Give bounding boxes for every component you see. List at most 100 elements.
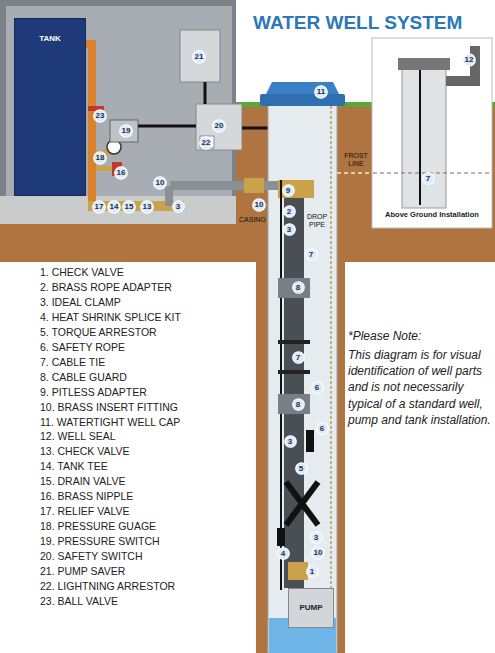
callout-number: 3 (283, 226, 296, 234)
parts-list-item: 2. BRASS ROPE ADAPTER (40, 281, 172, 293)
casing-label: CASING (239, 216, 266, 224)
callout-circle-shape (93, 201, 106, 214)
drop-pipe-part (330, 106, 332, 595)
parts-list-item: 22. LIGHTNING ARRESTOR (40, 580, 175, 592)
callout-circle-shape (120, 125, 133, 138)
note-heading: *Please Note: (348, 330, 493, 344)
parts-list-item: 5. TORQUE ARRESTOR (40, 326, 157, 338)
callout-number: 20 (212, 122, 226, 130)
callout-number: 7 (292, 354, 305, 362)
callout-circle: 21 (192, 50, 206, 64)
parts-list-item: 14. TANK TEE (40, 460, 108, 472)
label-holder: 17. RELIEF VALVE (40, 505, 130, 517)
callout-circle-shape (213, 120, 226, 133)
callout-number: 6 (316, 425, 329, 433)
callout-circle: 3 (310, 531, 323, 544)
well-casing-part (266, 82, 339, 94)
parts-list-item: 19. PRESSURE SWITCH (40, 535, 160, 547)
parts-list-item: 23. BALL VALVE (40, 595, 118, 607)
above-ground-inset-part (398, 58, 450, 70)
label-holder: 16. BRASS NIPPLE (40, 490, 133, 502)
label-holder: 10. BRASS INSERT FITTING (40, 401, 178, 413)
callout-number: 2 (283, 208, 296, 216)
label-holder: 6. SAFETY ROPE (40, 341, 125, 353)
parts-list-item: 7. CABLE TIE (40, 356, 105, 368)
callout-number: 4 (277, 550, 290, 558)
callout-circle: 3 (284, 435, 297, 448)
label-holder: 9. PITLESS ADAPTER (40, 386, 147, 398)
callout-circle-shape (295, 462, 307, 474)
label-holder: 2. BRASS ROPE ADAPTER (40, 281, 172, 293)
electrical-boxes-part (196, 104, 242, 150)
callout-number: 19 (119, 127, 133, 135)
electrical-boxes-part (204, 82, 207, 104)
callout-circle: 19 (119, 124, 133, 138)
callout-circle-shape (172, 200, 184, 212)
callout-number: 23 (93, 112, 107, 120)
callout-circle: 6 (316, 422, 329, 435)
label-holder: 21. PUMP SAVER (40, 565, 125, 577)
callout-circle-shape (193, 51, 206, 64)
callout-number: 13 (140, 203, 154, 211)
callout-circle: 7 (422, 172, 435, 185)
parts-list-item: 16. BRASS NIPPLE (40, 490, 133, 502)
supply-pipe (170, 178, 314, 198)
callout-circle-shape (277, 547, 289, 559)
callout-number: 7 (422, 175, 435, 183)
callout-circle-shape (292, 351, 304, 363)
diagram-title: WATER WELL SYSTEM (253, 12, 462, 34)
callout-circle: 8 (292, 281, 305, 294)
callout-number: 5 (295, 465, 308, 473)
parts-list-item: 18. PRESSURE GUAGE (40, 520, 156, 532)
callout-number: 11 (314, 88, 328, 96)
frost-line-label: FROST LINE (340, 152, 372, 168)
callout-circle-shape (283, 223, 295, 235)
callout-number: 18 (93, 154, 107, 162)
callout-circle-shape (315, 86, 328, 99)
label-holder: 11. WATERTIGHT WELL CAP (40, 416, 180, 428)
callout-circle: 14 (107, 200, 121, 214)
drop-pipe-part (284, 198, 304, 588)
callout-number: 21 (192, 53, 206, 61)
electrical-boxes (138, 30, 281, 180)
drop-pipe-part (277, 528, 285, 546)
label-holder: 20. SAFETY SWITCH (40, 550, 143, 562)
well-casing-part (337, 172, 372, 174)
label-holder: 18. PRESSURE GUAGE (40, 520, 156, 532)
parts-list-item: 9. PITLESS ADAPTER (40, 386, 147, 398)
callout-circle: 20 (212, 119, 226, 133)
label-holder: 14. TANK TEE (40, 460, 108, 472)
callout-circle: 7 (292, 351, 305, 364)
callout-circle: 16 (114, 166, 128, 180)
callout-circle-shape (292, 281, 304, 293)
label-holder: 15. DRAIN VALVE (40, 475, 125, 487)
callout-circle: 10 (252, 198, 266, 212)
callout-number: 6 (311, 384, 324, 392)
ground-part (337, 262, 345, 653)
callout-circle-shape (282, 184, 294, 196)
callout-circle: 11 (314, 85, 328, 99)
callout-number: 8 (292, 401, 305, 409)
ground-part (256, 262, 268, 653)
parts-list-item: 12. WELL SEAL (40, 430, 115, 442)
drop-pipe-part (278, 370, 310, 374)
well-casing-part (268, 104, 337, 653)
inset-caption: Above Ground Installation (378, 211, 486, 220)
callout-circle: 18 (93, 151, 107, 165)
callout-circle: 15 (122, 200, 136, 214)
box-label: PUMP (289, 604, 333, 612)
label-holder: 5. TORQUE ARRESTOR (40, 326, 157, 338)
callout-circle: 13 (140, 200, 154, 214)
label-holder: 19. PRESSURE SWITCH (40, 535, 160, 547)
label-holder: 13. CHECK VALVE (40, 445, 129, 457)
callout-circle: 22 (199, 136, 213, 150)
callout-number: 10 (252, 201, 266, 209)
parts-list-item: 15. DRAIN VALVE (40, 475, 125, 487)
supply-pipe-part (244, 178, 264, 193)
above-ground-inset-part (402, 68, 446, 208)
callout-circle-shape (94, 110, 107, 123)
callout-circle: 8 (292, 398, 305, 411)
house-basement-part (6, 6, 232, 196)
drop-pipe-part (286, 482, 318, 525)
parts-list-item: 17. RELIEF VALVE (40, 505, 130, 517)
